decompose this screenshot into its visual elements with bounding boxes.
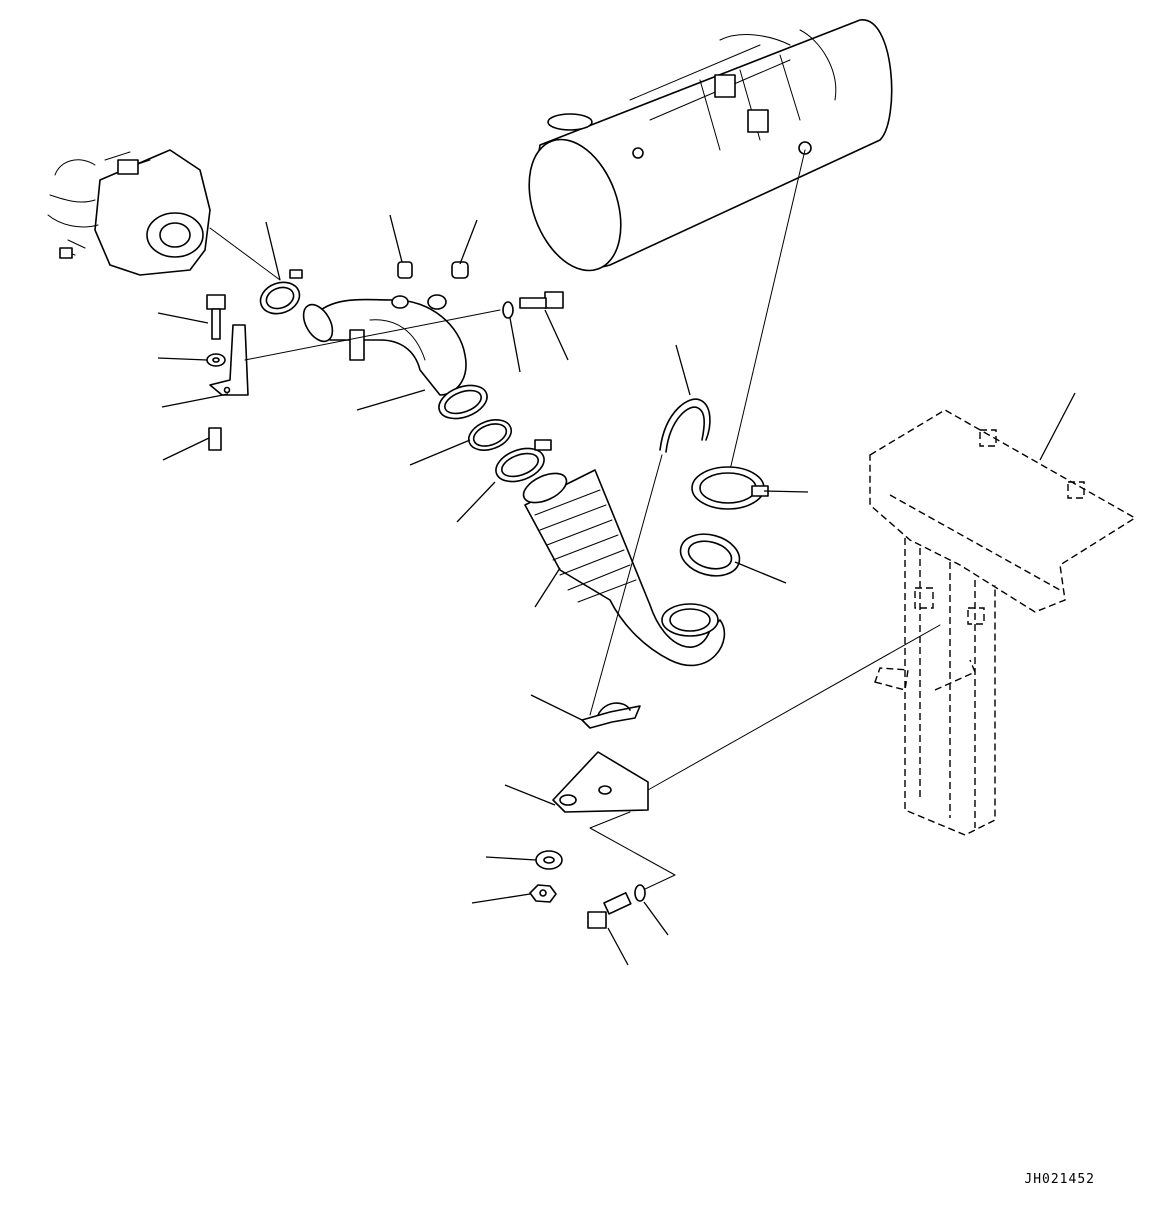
washer-lower-small — [634, 884, 646, 902]
muffler-assembly — [528, 19, 893, 471]
support-stand — [869, 409, 1137, 836]
saddle-bracket — [581, 702, 641, 729]
bolt-lower — [587, 892, 632, 929]
elbow-pipe — [302, 294, 467, 396]
v-band-clamp — [691, 466, 769, 510]
gasket-ring-1 — [438, 384, 488, 420]
drawing-id-label: JH021452 — [1024, 1172, 1095, 1187]
washer-left — [206, 353, 226, 367]
gasket-ring-3 — [679, 533, 741, 577]
gasket-ring-2 — [467, 419, 513, 451]
bolt-right — [519, 291, 564, 309]
u-bolt — [589, 398, 711, 716]
turbocharger-assembly — [47, 149, 281, 281]
washer-right — [502, 301, 514, 319]
clamp-1 — [259, 269, 303, 315]
flexible-pipe — [522, 469, 726, 667]
sensor-plug-1 — [397, 261, 413, 279]
bolt-left — [206, 294, 226, 340]
mounting-plate — [552, 624, 941, 891]
leader-lines — [157, 214, 1076, 966]
sensor-plug-2 — [451, 261, 469, 279]
spacer-left — [208, 427, 222, 451]
clamp-2 — [495, 439, 552, 483]
washer-lower — [535, 850, 563, 870]
nut-lower — [529, 884, 557, 903]
